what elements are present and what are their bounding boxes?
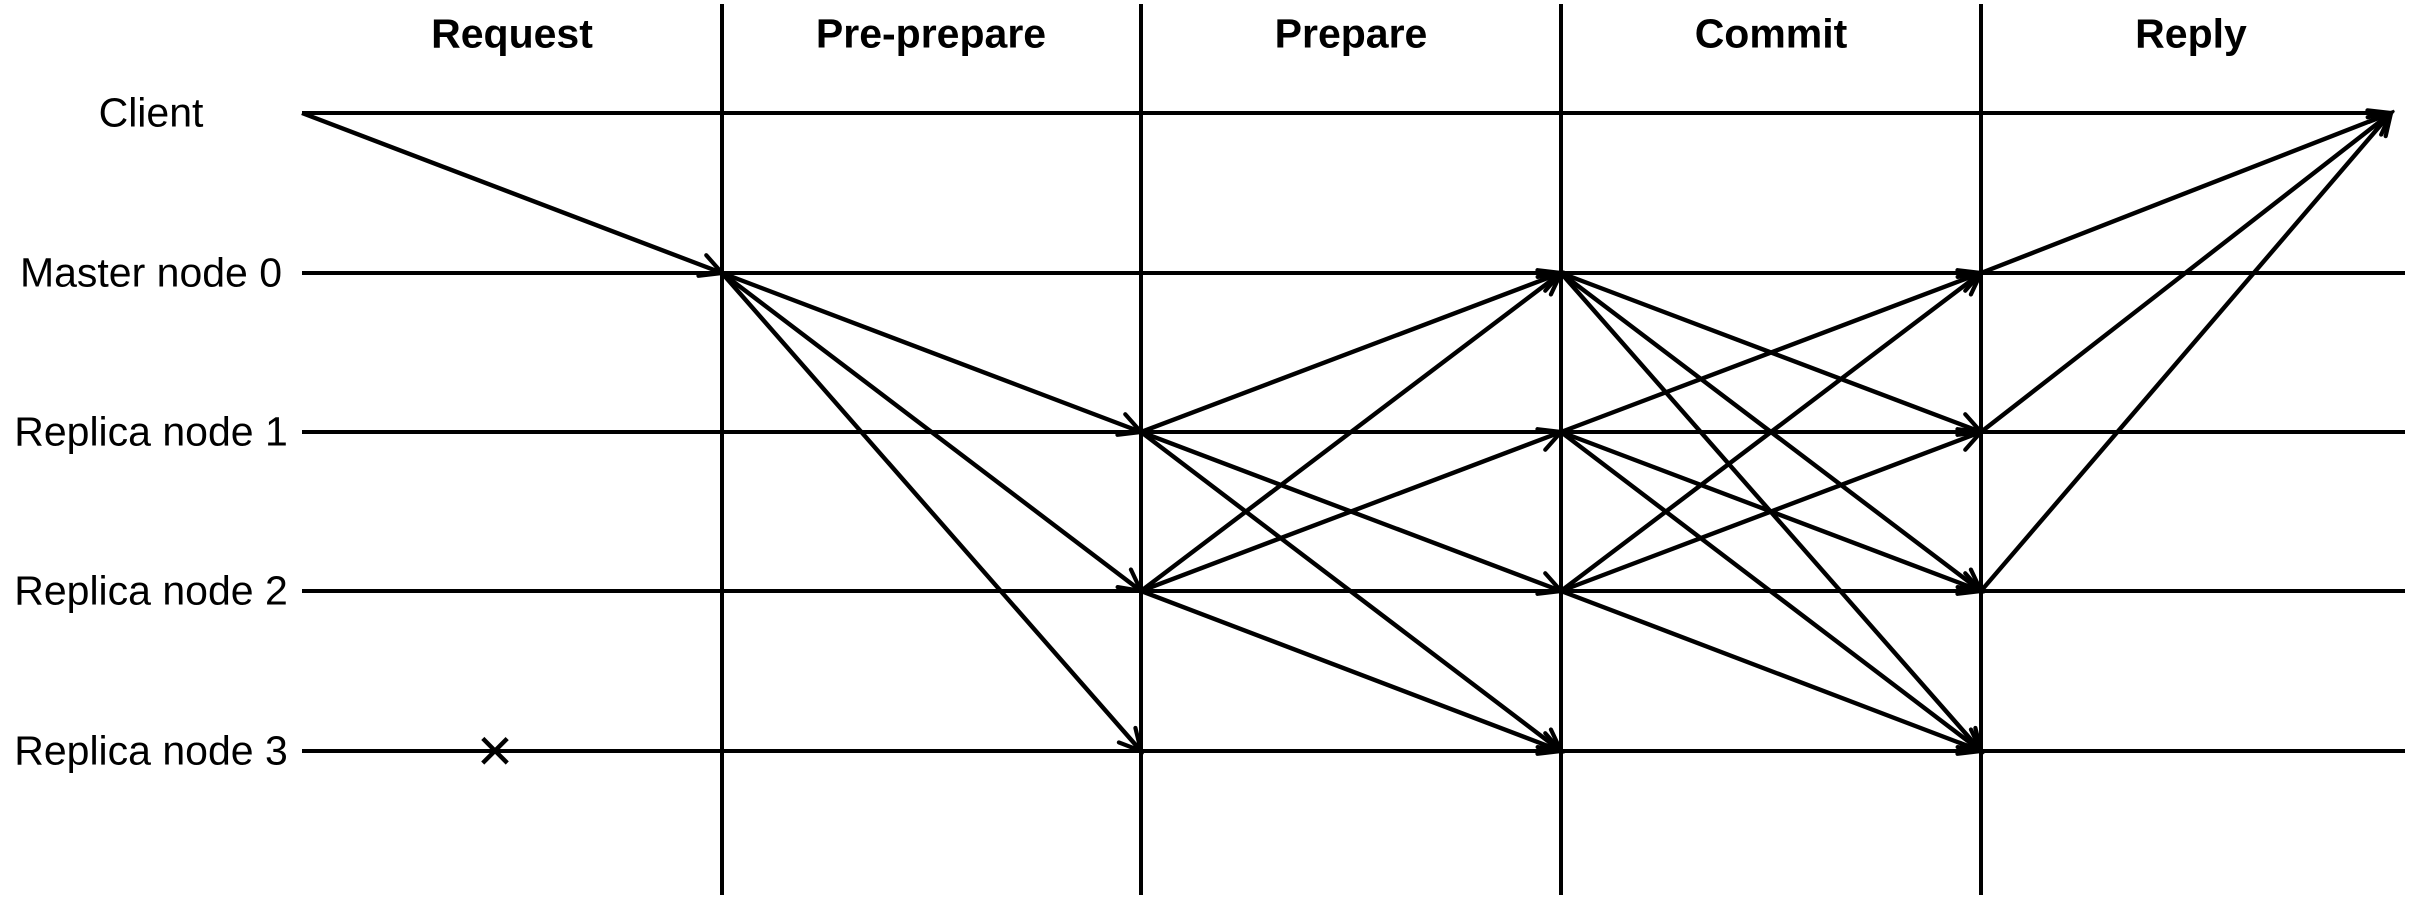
node-label-replica-node-2: Replica node 2 (14, 567, 288, 614)
phase-header-commit: Commit (1694, 10, 1848, 57)
phase-header-pre-prepare: Pre-prepare (815, 10, 1047, 57)
message-arrow-prepare-replica-node-1-to-master-node-0 (1140, 268, 1566, 435)
message-arrow-pre-prepare-master-node-0-to-replica-node-3 (720, 271, 1144, 755)
message-arrow-reply-master-node-0-to-client (1980, 108, 2396, 276)
message-arrow-commit-replica-node-1-to-master-node-0 (1560, 268, 1986, 435)
message-arrow-pre-prepare-master-node-0-to-replica-node-2 (720, 271, 1145, 594)
node-label-replica-node-3: Replica node 3 (14, 727, 288, 774)
phase-header-request: Request (431, 10, 593, 57)
phase-header-prepare: Prepare (1274, 10, 1428, 57)
node-label-replica-node-1: Replica node 1 (14, 408, 288, 455)
message-arrow-commit-replica-node-2-to-replica-node-3 (1560, 588, 1986, 756)
message-arrow-prepare-replica-node-2-to-replica-node-3 (1140, 588, 1566, 756)
message-arrow-commit-replica-node-2-to-replica-node-1 (1560, 427, 1986, 594)
message-arrow-reply-replica-node-1-to-client (1979, 110, 2395, 434)
message-arrow-prepare-replica-node-2-to-replica-node-1 (1140, 427, 1566, 594)
fault-x-icon: × (477, 717, 513, 786)
message-arrow-prepare-replica-node-2-to-master-node-0 (1139, 270, 1565, 593)
message-arrow-request-client-to-master-node-0 (301, 110, 727, 278)
message-arrow-commit-replica-node-2-to-master-node-0 (1559, 270, 1985, 593)
message-arrow-commit-replica-node-1-to-replica-node-3 (1559, 430, 1985, 754)
node-label-client: Client (98, 89, 204, 136)
node-label-master-node-0: Master node 0 (19, 249, 283, 296)
message-arrow-reply-replica-node-2-to-client (1979, 109, 2394, 593)
message-arrow-prepare-replica-node-1-to-replica-node-3 (1139, 430, 1565, 754)
message-arrow-pre-prepare-master-node-0-to-replica-node-1 (721, 270, 1146, 437)
phase-header-reply: Reply (2135, 10, 2247, 57)
